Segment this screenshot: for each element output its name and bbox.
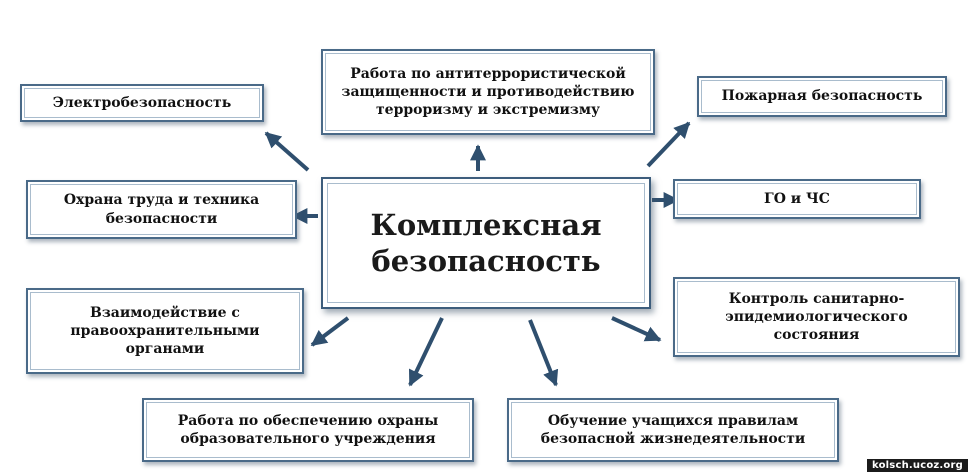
node-okhrana-uchr-line-1: Работа по обеспечению охраны — [177, 412, 439, 429]
node-go-chs-line-1: ГО и ЧС — [764, 190, 830, 207]
node-pozharnaya: Пожарная безопасность — [697, 76, 947, 117]
arrow-to-obuchenie — [528, 319, 559, 387]
node-antiterror-line-3: терроризму и экстремизму — [376, 102, 600, 119]
node-okhrana-uchrezhdeniya: Работа по обеспечению охраны образовател… — [142, 398, 474, 462]
node-obuchenie-line-1: Обучение учащихся правилам — [547, 412, 799, 429]
node-antiterror-line-1: Работа по антитеррористической — [350, 65, 626, 82]
node-okhrana-uchr-line-2: образовательного учреждения — [180, 431, 436, 447]
node-kontrol-line-1: Контроль санитарно- — [728, 290, 905, 307]
node-vzaimodeistvie-line-1: Взаимодействие с — [90, 304, 240, 321]
node-elektro-line-1: Электробезопасность — [52, 94, 232, 111]
node-obuchenie: Обучение учащихся правилам безопасной жи… — [507, 398, 839, 462]
arrow-to-elektro — [264, 131, 310, 172]
center-line-1: Комплексная — [370, 207, 602, 242]
watermark-label: kolsch.ucoz.org — [867, 459, 968, 472]
node-go-chs: ГО и ЧС — [673, 179, 921, 219]
arrow-to-pozhar — [646, 121, 691, 168]
node-okhrana-truda-line-1: Охрана труда и техника — [63, 192, 260, 209]
node-obuchenie-line-2: безопасной жизнедеятельности — [540, 431, 806, 447]
node-antiterror-line-2: защищенности и противодействию — [341, 83, 635, 100]
node-kontrol-line-2: эпидемиологического — [725, 308, 908, 325]
node-pozhar-line-1: Пожарная безопасность — [721, 88, 923, 105]
arrow-to-okhrana-uchrezhdeniya — [408, 317, 444, 387]
node-vzaimodeistvie: Взаимодействие с правоохранительными орг… — [26, 288, 304, 374]
arrow-to-vzaimodeistvie — [310, 316, 350, 347]
node-kontrol-sanitarno: Контроль санитарно- эпидемиологического … — [673, 277, 960, 357]
node-antiterror: Работа по антитеррористической защищенно… — [321, 49, 655, 135]
node-okhrana-truda: Охрана труда и техника безопасности — [26, 180, 297, 239]
arrow-to-kontrol — [611, 316, 662, 342]
node-center-kompleksnaya: Комплексная безопасность — [321, 177, 651, 309]
node-okhrana-truda-line-2: безопасности — [105, 210, 218, 227]
center-line-2: безопасность — [371, 244, 601, 278]
node-vzaimodeistvie-line-2: правоохранительными — [70, 322, 260, 339]
node-vzaimodeistvie-line-3: органами — [125, 341, 205, 358]
node-kontrol-line-3: состояния — [773, 327, 860, 344]
node-elektrobezopasnost: Электробезопасность — [20, 84, 264, 122]
